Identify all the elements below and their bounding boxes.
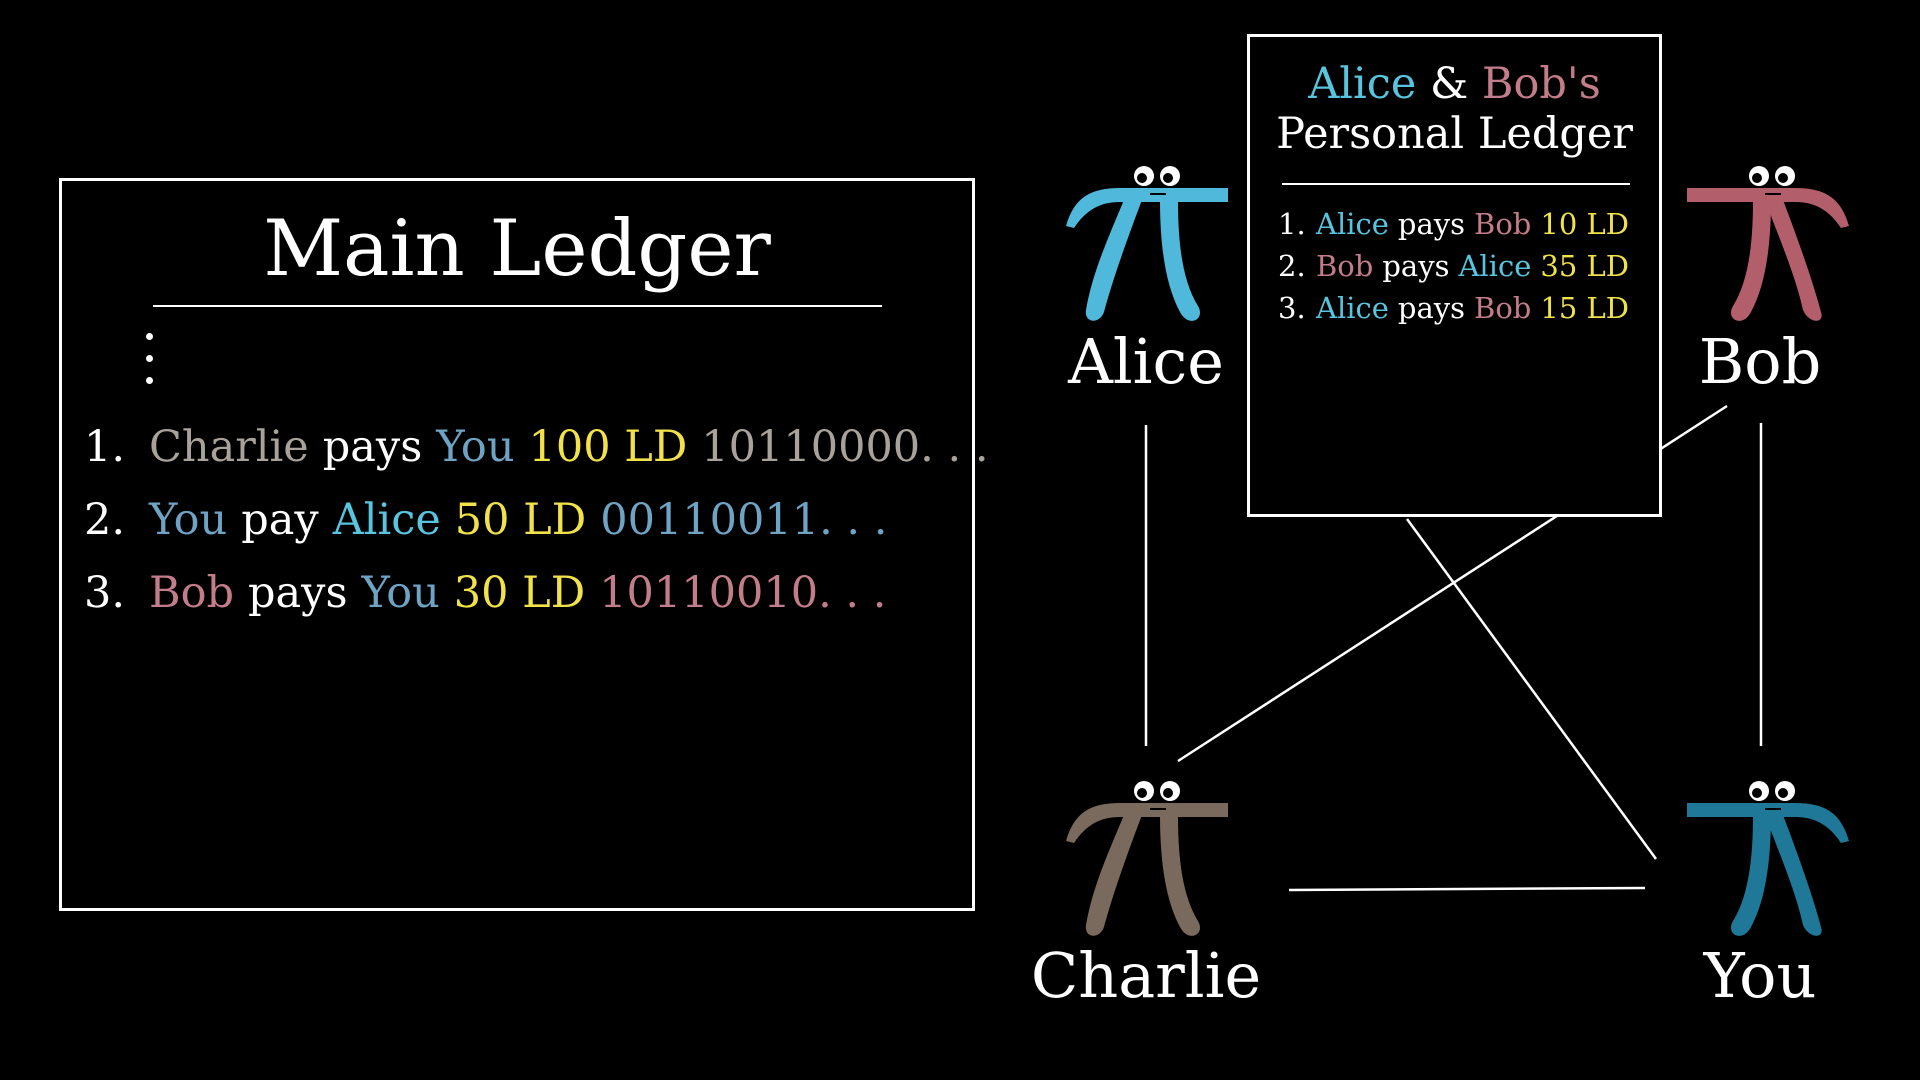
name-bob: Bob [1698,325,1822,398]
row-number: 2. [84,495,126,545]
title-line2: Personal Ledger [1276,109,1633,159]
row-number: 2. [1278,249,1306,283]
amount: 100 LD [528,422,688,472]
alice-pi-creature-icon [1066,166,1228,321]
payee: Alice [1458,249,1532,283]
payee: Bob [1474,291,1532,325]
bob-pi-creature-icon [1687,166,1849,321]
name-alice: Alice [1068,325,1224,398]
payee: You [436,422,515,472]
payer: You [149,495,228,545]
vertical-ellipsis-icon [146,333,156,393]
link-alice-you [1405,518,1658,860]
you-pi-creature-icon [1687,781,1849,936]
title-bob: Bob's [1481,59,1601,109]
main-ledger-divider [153,305,882,307]
verb: pay [241,495,319,545]
verb: pays [1397,291,1466,325]
verb: pays [1382,249,1450,283]
verb: pays [322,422,423,472]
verb: pays [1397,207,1466,241]
row-number: 3. [1278,291,1306,325]
amount: 10 LD [1540,207,1630,241]
payee: Bob [1474,207,1532,241]
payee: You [361,568,440,618]
signature: 10110010. . . [599,568,887,618]
payer: Alice [1316,207,1389,241]
signature: 10110000. . . [701,422,989,472]
payee: Alice [332,495,441,545]
signature: 00110011. . . [600,495,888,545]
row-number: 1. [84,422,126,472]
row-number: 3. [84,568,126,618]
title-ampersand: & [1429,59,1469,109]
main-ledger-row-1: 1. Charlie pays You 100 LD 10110000. . . [84,419,989,475]
main-ledger-title: Main Ledger [263,204,771,294]
name-you: You [1703,939,1817,1012]
payer: Alice [1316,291,1389,325]
payer: Bob [149,568,235,618]
charlie-pi-creature-icon [1066,781,1228,936]
payer: Bob [1316,249,1374,283]
amount: 30 LD [453,568,586,618]
title-alice: Alice [1308,59,1417,109]
payer: Charlie [149,422,309,472]
link-charlie-you [1288,886,1646,892]
personal-ledger-title: Alice & Bob's Personal Ledger [1250,59,1659,159]
verb: pays [248,568,348,618]
personal-ledger-divider [1282,183,1630,185]
amount: 35 LD [1540,249,1630,283]
name-charlie: Charlie [1030,939,1262,1012]
row-number: 1. [1278,207,1306,241]
amount: 50 LD [454,495,587,545]
amount: 15 LD [1540,291,1630,325]
